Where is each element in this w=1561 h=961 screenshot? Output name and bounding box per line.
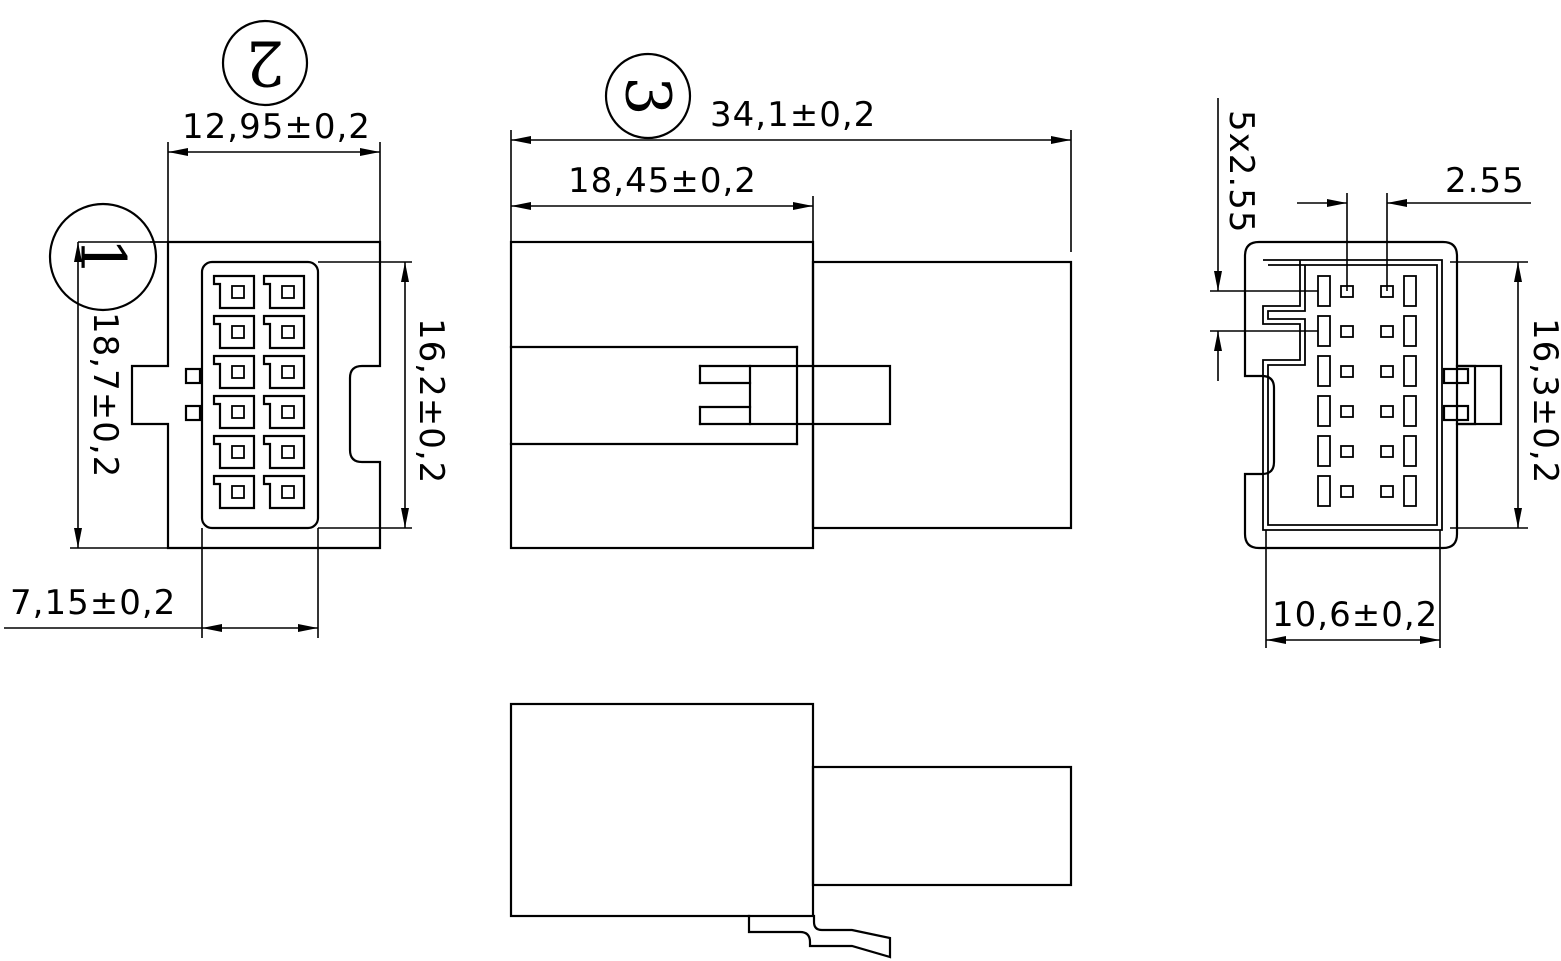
front-latch-tab-top [184, 367, 202, 385]
rear-contact-slot [1403, 315, 1417, 347]
rear-contact-slot [1403, 275, 1417, 307]
rear-contact-pin [1340, 445, 1354, 458]
dim-rear-pitch-v-label: 5x2.55 [1221, 110, 1261, 233]
dim-rear-inner-width-label: 10,6±0,2 [1272, 595, 1438, 635]
rear-contact-pin [1380, 405, 1394, 418]
rear-contact-pin [1380, 485, 1394, 498]
rear-contact-pin [1340, 405, 1354, 418]
front-terminal-cell [212, 434, 256, 470]
rear-contact-slot [1317, 435, 1331, 467]
front-terminal-cell [212, 354, 256, 390]
rear-latch-slot [1442, 404, 1470, 422]
front-inner-cavity [200, 260, 320, 530]
front-terminal-cell [262, 474, 306, 510]
front-terminal-cell [262, 314, 306, 350]
callout-circle-3 [604, 52, 692, 140]
rear-contact-pin [1380, 325, 1394, 338]
rear-contact-slot [1317, 275, 1331, 307]
rear-contact-pins [1317, 275, 1417, 507]
bottom-latch-clip [747, 914, 892, 959]
rear-latch-tab [1455, 364, 1503, 426]
dim-front-inner-width-label: 7,15±0,2 [10, 583, 176, 623]
callout-number-1: 1 [67, 237, 140, 276]
rear-contact-pin [1340, 485, 1354, 498]
front-terminal-cell [212, 474, 256, 510]
front-terminal-hole [231, 285, 245, 299]
front-terminal-cell [262, 354, 306, 390]
callout-number-3: 3 [612, 76, 685, 115]
callout-circle-2 [221, 19, 309, 107]
dim-front-width-label: 12,95±0,2 [182, 107, 371, 147]
rear-contact-slot [1403, 435, 1417, 467]
front-view: 12,95±0,2 18,7±0,2 16,2±0,2 7,15±0,2 1 2 [4, 19, 451, 638]
dim-rear-pitch-h-label: 2.55 [1445, 161, 1525, 201]
front-terminal-cell [212, 274, 256, 310]
front-terminal-hole [281, 405, 295, 419]
front-terminal-hole [231, 325, 245, 339]
side-body [509, 240, 815, 550]
bottom-extension [811, 765, 1073, 887]
bottom-body [509, 702, 815, 918]
rear-contact-slot [1403, 355, 1417, 387]
rear-contact-slot [1317, 315, 1331, 347]
front-terminal-cell [262, 274, 306, 310]
front-terminal-cell [212, 394, 256, 430]
side-latch-tab [748, 364, 892, 426]
rear-inner-opening-inner [1267, 264, 1438, 526]
front-housing-outline [130, 240, 382, 550]
side-view: 34,1±0,2 18,45±0,2 3 [509, 52, 1073, 550]
callout-circle-1 [48, 202, 158, 312]
front-latch-tab-bottom [184, 404, 202, 422]
rear-contact-slot [1317, 355, 1331, 387]
front-terminal-hole [281, 445, 295, 459]
front-terminal-hole [281, 485, 295, 499]
rear-contact-pin [1380, 365, 1394, 378]
rear-contact-pin [1340, 365, 1354, 378]
front-terminal-cells [212, 274, 306, 510]
dim-front-height-label: 18,7±0,2 [85, 312, 125, 478]
rear-latch-slot [1442, 367, 1470, 385]
dim-side-total-label: 34,1±0,2 [710, 95, 876, 135]
rear-inner-opening [1262, 259, 1443, 531]
side-extension [811, 260, 1073, 530]
rear-contact-slot [1403, 475, 1417, 507]
front-terminal-hole [231, 445, 245, 459]
front-terminal-hole [281, 285, 295, 299]
front-terminal-hole [281, 365, 295, 379]
rear-contact-pin [1340, 325, 1354, 338]
front-terminal-hole [231, 405, 245, 419]
bottom-view [509, 702, 1073, 959]
front-terminal-hole [231, 485, 245, 499]
callout-number-2: 2 [245, 27, 284, 100]
dim-front-inner-height-label: 16,2±0,2 [411, 318, 451, 484]
front-terminal-cell [262, 434, 306, 470]
rear-housing-outline [1243, 240, 1477, 550]
rear-contact-slot [1403, 395, 1417, 427]
front-terminal-cell [262, 394, 306, 430]
dim-rear-inner-height-label: 16,3±0,2 [1525, 318, 1561, 484]
front-terminal-hole [231, 365, 245, 379]
rear-view: 5x2.55 2.55 16,3±0,2 10,6±0,2 [1210, 98, 1561, 648]
rear-contact-pin [1380, 445, 1394, 458]
rear-contact-slot [1317, 475, 1331, 507]
front-terminal-hole [281, 325, 295, 339]
dim-side-body-label: 18,45±0,2 [568, 161, 757, 201]
rear-contact-slot [1317, 395, 1331, 427]
front-terminal-cell [212, 314, 256, 350]
